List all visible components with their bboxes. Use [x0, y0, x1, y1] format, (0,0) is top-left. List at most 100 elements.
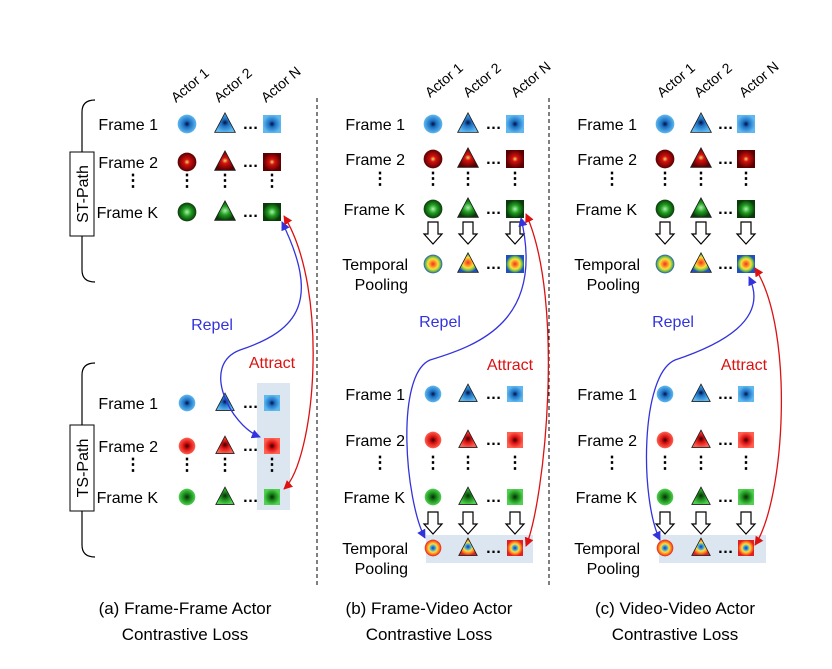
- panel-b-st-pool-arrow-2: [457, 221, 479, 245]
- panel-a-actor-header-2: Actor 2: [211, 64, 255, 105]
- panel-a-st-row-2-actor2-triangle: [213, 149, 237, 171]
- panel-c-st-row-3-actor1-circle: [655, 199, 675, 219]
- panel-a-st-vdots-2: ⋮: [217, 171, 234, 190]
- panel-b-st-vdots-3: ⋮: [507, 169, 524, 188]
- panel-a-ts-row-3-ellipsis: …: [243, 489, 259, 506]
- st-path-label-box: [69, 151, 95, 237]
- panel-c-st-row-1-actor2-triangle: [689, 111, 713, 133]
- panel-a-ts-frame-label-1: Frame 1: [98, 396, 158, 413]
- panel-a-repel-label: Repel: [191, 317, 233, 334]
- panel-c-ts-pooled-row-actor1-circle: [656, 539, 674, 557]
- panel-a-ts-frame-label-3: Frame K: [97, 490, 159, 507]
- panel-a-st-label-vdots: ⋮: [125, 171, 142, 190]
- panel-c-st-row-1-ellipsis: …: [718, 116, 734, 133]
- panel-b-ts-vdots-1: ⋮: [425, 453, 442, 472]
- panel-a-st-frame-label-2: Frame 2: [98, 155, 158, 172]
- panel-a-st-row-3-actorN-square: [263, 203, 281, 221]
- panel-c-ts-row-1-ellipsis: …: [718, 386, 734, 403]
- panel-b-ts-pooled-row-actorN-square: [507, 540, 523, 556]
- panel-b-st-row-1-actorN-square: [506, 115, 524, 133]
- panel-c-ts-pool-arrow-2: [690, 511, 712, 535]
- panel-a-ts-frame-label-2: Frame 2: [98, 439, 158, 456]
- panel-c-ts-frame-label-1: Frame 1: [577, 387, 637, 404]
- panel-b-ts-pool-arrow-3: [504, 511, 526, 535]
- panel-c-ts-pooling-label-line2: Pooling: [587, 561, 640, 578]
- panel-c-ts-row-2-actorN-square: [738, 432, 754, 448]
- panel-a-st-frame-label-1: Frame 1: [98, 117, 158, 134]
- panel-c-st-pool-arrow-1: [654, 221, 676, 245]
- panel-b-st-pooled-row-actor2-triangle: [456, 251, 480, 273]
- panel-b-actor-header-3: Actor N: [508, 58, 554, 100]
- panel-c-st-row-3-ellipsis: …: [718, 201, 734, 218]
- caption-3-line2: Contrastive Loss: [612, 625, 739, 644]
- panel-b-ts-row-3-actorN-square: [507, 489, 523, 505]
- panel-c-ts-row-3-actorN-square: [738, 489, 754, 505]
- panel-b-st-row-1-ellipsis: …: [486, 116, 502, 133]
- panel-b-st-row-3-actorN-square: [506, 200, 524, 218]
- panel-a-st-row-1-ellipsis: …: [243, 116, 259, 133]
- panel-c-ts-pooled-row-actor2-triangle: [691, 537, 711, 556]
- panel-c-st-vdots-2: ⋮: [693, 169, 710, 188]
- panel-c-st-pool-arrow-3: [735, 221, 757, 245]
- panel-a-ts-row-3-actor1-circle: [178, 488, 196, 506]
- ts-path-label-box: [69, 424, 95, 512]
- panel-a-actor-header-1: Actor 1: [168, 64, 212, 105]
- panel-a-st-row-1-actor2-triangle: [213, 111, 237, 133]
- panel-c-ts-label-vdots: ⋮: [604, 453, 621, 472]
- panel-c-ts-vdots-2: ⋮: [693, 453, 710, 472]
- panel-c-ts-row-1-actor2-triangle: [691, 383, 711, 402]
- panel-b-ts-row-3-actor2-triangle: [458, 486, 478, 505]
- panel-a-ts-label-vdots: ⋮: [125, 455, 142, 474]
- panel-c-st-frame-label-1: Frame 1: [577, 117, 637, 134]
- panel-b-actor-header-2: Actor 2: [460, 59, 504, 100]
- caption-2-line2: Contrastive Loss: [366, 625, 493, 644]
- panel-c-st-row-2-actor1-circle: [655, 149, 675, 169]
- panel-b-ts-frame-label-1: Frame 1: [345, 387, 405, 404]
- panel-b-ts-pool-arrow-1: [422, 511, 444, 535]
- panel-b-st-frame-label-3: Frame K: [344, 202, 406, 219]
- panel-b-st-pooling-label-line2: Pooling: [355, 277, 408, 294]
- panel-b-st-label-vdots: ⋮: [372, 169, 389, 188]
- caption-2-line1: (b) Frame-Video Actor: [346, 599, 513, 618]
- panel-b-attract-arrow: [524, 213, 550, 547]
- panel-c-ts-pooled-row-ellipsis: …: [718, 540, 734, 557]
- panel-b-ts-frame-label-3: Frame K: [344, 490, 406, 507]
- panel-c-ts-frame-label-2: Frame 2: [577, 433, 637, 450]
- panel-b-st-frame-label-1: Frame 1: [345, 117, 405, 134]
- panel-c-st-row-3-actor2-triangle: [689, 196, 713, 218]
- panel-c-repel-arrow: [645, 276, 757, 541]
- panel-b-st-row-2-actorN-square: [506, 150, 524, 168]
- panel-b-st-row-2-ellipsis: …: [486, 151, 502, 168]
- panel-b-st-vdots-2: ⋮: [460, 169, 477, 188]
- panel-a-ts-vdots-3: ⋮: [264, 455, 281, 474]
- panel-b-st-pool-arrow-1: [422, 221, 444, 245]
- panel-a-st-vdots-3: ⋮: [264, 171, 281, 190]
- panel-a-attract-arrow: [283, 215, 314, 490]
- panel-c-ts-row-3-actor2-triangle: [691, 486, 711, 505]
- panel-c-st-frame-label-3: Frame K: [576, 202, 638, 219]
- panel-b-st-pooled-row-actorN-square: [506, 255, 524, 273]
- panel-c-actor-header-2: Actor 2: [691, 59, 735, 100]
- panel-c-st-row-2-actorN-square: [737, 150, 755, 168]
- panel-c-ts-frame-label-3: Frame K: [576, 490, 638, 507]
- panel-b-ts-pooling-label-line2: Pooling: [355, 561, 408, 578]
- panel-b-ts-pooled-row-actor2-triangle: [458, 537, 478, 556]
- panel-a-ts-row-1-ellipsis: …: [243, 395, 259, 412]
- panel-b-ts-row-2-actorN-square: [507, 432, 523, 448]
- panel-c-st-frame-label-2: Frame 2: [577, 152, 637, 169]
- panel-c-ts-row-2-actor1-circle: [656, 431, 674, 449]
- panel-b-st-pooling-label-line1: Temporal: [342, 257, 408, 274]
- panel-c-ts-pool-arrow-1: [654, 511, 676, 535]
- panel-c-ts-row-3-ellipsis: …: [718, 489, 734, 506]
- panel-b-ts-vdots-3: ⋮: [507, 453, 524, 472]
- panel-c-st-vdots-3: ⋮: [738, 169, 755, 188]
- panel-c-ts-row-1-actor1-circle: [656, 385, 674, 403]
- panel-b-ts-row-1-ellipsis: …: [486, 386, 502, 403]
- panel-a-st-frame-label-3: Frame K: [97, 205, 159, 222]
- panel-a-ts-row-2-actor2-triangle: [215, 435, 235, 454]
- panel-a-ts-row-2-ellipsis: …: [243, 438, 259, 455]
- panel-b-attract-label: Attract: [487, 357, 534, 374]
- panel-a-st-row-3-actor1-circle: [177, 202, 197, 222]
- ts-path-label: TS-Path: [75, 439, 92, 498]
